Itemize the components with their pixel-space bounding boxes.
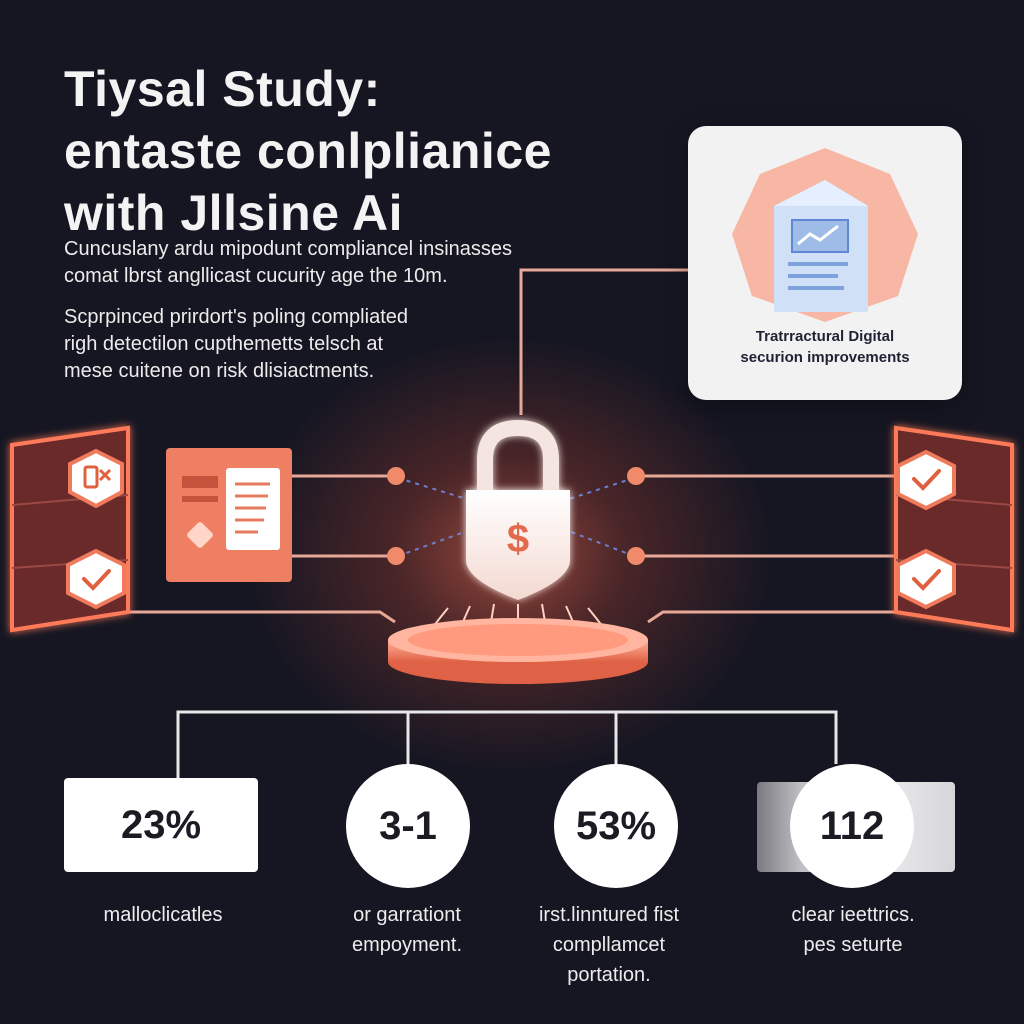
checkmark-icon xyxy=(896,449,956,511)
card-caption: Tratrractural Digital secur​ion improvem… xyxy=(706,326,944,368)
intro-p1-line-2: comat lbrst angllicast cucurity age the … xyxy=(64,265,448,287)
intro-p2-line-1: Scprpinced prirdort's poling compliated xyxy=(64,306,408,328)
card-caption-line-1: Tratrractural Digital xyxy=(755,328,895,345)
stat-label-4: clear ieettrics. pes seturte xyxy=(748,900,958,960)
intro-text: Cuncuslany ardu mipodunt compliancel ins… xyxy=(64,236,584,399)
card-caption-line-2: secur​ion improvements xyxy=(740,349,910,366)
checkmark-icon xyxy=(66,548,126,610)
document-chart-icon xyxy=(732,148,918,322)
device-icon xyxy=(68,448,124,509)
stat-label-2-line-1: or garrationt xyxy=(353,904,461,926)
connector-dots xyxy=(387,467,645,565)
stat-label-3-line-2: compllamcet xyxy=(552,934,666,956)
checkmark-icon xyxy=(896,548,956,610)
title-line-1: Tiysal Study: xyxy=(64,61,381,117)
intro-p2-line-3: mese cuitene on risk dlisiactments. xyxy=(64,360,375,382)
stat-label-4-line-2: pes seturte xyxy=(803,934,903,956)
intro-paragraph-1: Cuncuslany ardu mipodunt compliancel ins… xyxy=(64,236,584,290)
intro-p1-line-1: Cuncuslany ardu mipodunt compliancel ins… xyxy=(64,238,513,260)
stat-label-3: irst.linntured fist compllamcet portatio… xyxy=(504,900,714,990)
title-line-2: entaste conlplianice xyxy=(64,123,552,179)
stats-connectors xyxy=(176,710,838,778)
stat-label-1: malloclicatles xyxy=(58,900,268,930)
stat-circle-4: 112 xyxy=(790,764,914,888)
stat-label-1-line-1: malloclicatles xyxy=(103,904,223,926)
document-panel xyxy=(166,448,292,582)
stat-label-4-line-1: clear ieettrics. xyxy=(791,904,915,926)
intro-paragraph-2: Scprpinced prirdort's poling compliated … xyxy=(64,304,584,385)
side-connectors xyxy=(110,474,918,624)
stat-circle-3: 53% xyxy=(554,764,678,888)
stat-label-3-line-3: portation. xyxy=(567,964,651,986)
title-line-3: with Jllsine Ai xyxy=(64,185,404,241)
padlock-icon xyxy=(466,419,570,600)
stat-label-3-line-1: irst.linntured fist xyxy=(538,904,680,926)
pedestal xyxy=(388,603,648,684)
stat-label-2: or garrationt empoyment. xyxy=(302,900,512,960)
improvements-card: Tratrractural Digital secur​ion improvem… xyxy=(688,126,962,400)
dashed-links xyxy=(397,477,635,557)
card-connector xyxy=(519,268,688,415)
lock-symbol: $ xyxy=(507,517,529,561)
page-title: Tiysal Study: entaste conlplianice with … xyxy=(64,58,664,244)
stat-box-1: 23% xyxy=(64,778,258,872)
stat-circle-2: 3-1 xyxy=(346,764,470,888)
intro-p2-line-2: righ detectilon cupthemetts telsch at xyxy=(64,333,384,355)
stat-label-2-line-2: empoyment. xyxy=(351,934,463,956)
